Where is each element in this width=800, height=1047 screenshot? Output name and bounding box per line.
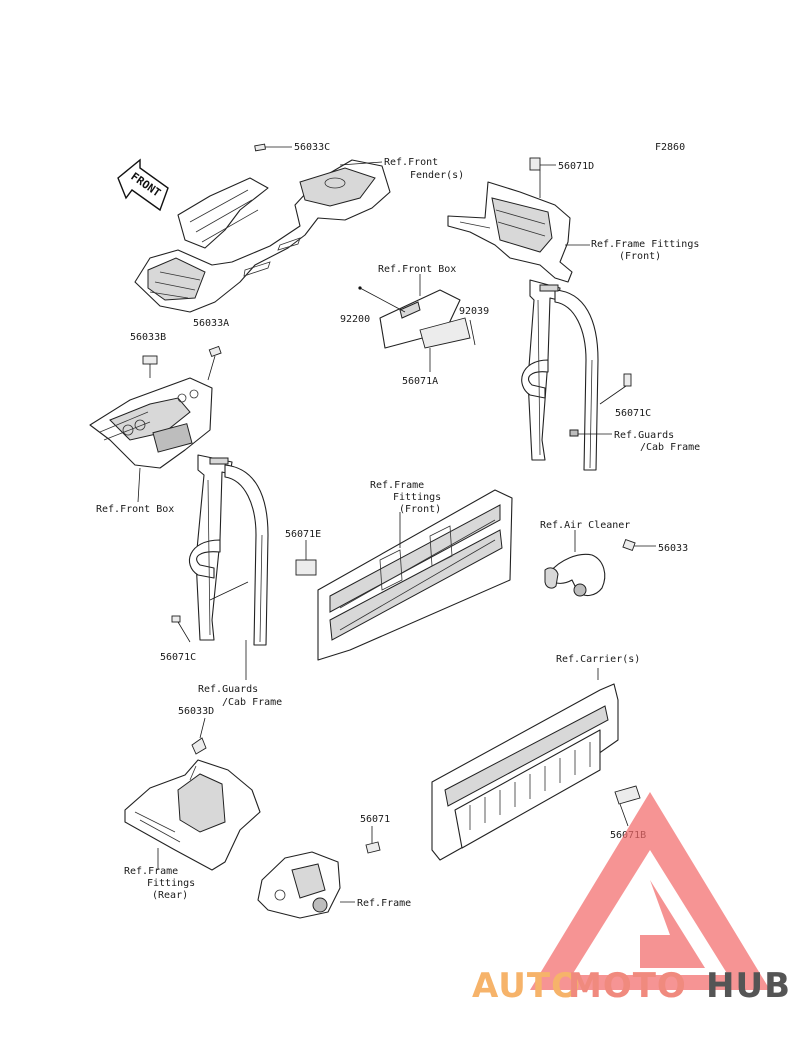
watermark-word-moto: MOTO xyxy=(568,966,687,1006)
label-ref-front-box-left: Ref.Front Box xyxy=(96,504,174,515)
label-ref-carriers: Ref.Carrier(s) xyxy=(556,654,640,665)
rear-carrier xyxy=(431,668,641,861)
frame-bracket xyxy=(257,826,381,919)
label-ref-guards-left-2: /Cab Frame xyxy=(222,697,282,708)
front-box-lid xyxy=(358,274,476,372)
watermark-logo xyxy=(530,792,770,990)
label-56071C-right: 56071C xyxy=(615,408,651,419)
label-ref-frame-fittings-rear-1: Ref.Frame xyxy=(124,866,178,877)
label-ref-frame-fittings-front-a-2: (Front) xyxy=(619,251,661,262)
label-92039: 92039 xyxy=(459,306,489,317)
watermark-text: AUTO MOTO HUB xyxy=(472,966,791,1006)
label-ref-frame: Ref.Frame xyxy=(357,898,411,909)
label-92200: 92200 xyxy=(340,314,370,325)
label-ref-air-cleaner: Ref.Air Cleaner xyxy=(540,520,630,531)
label-ref-guards-right-1: Ref.Guards xyxy=(614,430,674,441)
label-ref-guards-right-2: /Cab Frame xyxy=(640,442,700,453)
label-ref-frame-fittings-front-b-2: Fittings xyxy=(393,492,441,503)
label-ref-guards-left-1: Ref.Guards xyxy=(198,684,258,695)
diagram-code: F2860 xyxy=(655,142,685,153)
frame-fittings-rear xyxy=(124,717,261,871)
label-ref-front-box-top: Ref.Front Box xyxy=(378,264,456,275)
front-box-dashboard xyxy=(89,345,222,503)
label-56033D: 56033D xyxy=(178,706,214,717)
watermark-word-auto: AUTO xyxy=(472,966,581,1006)
label-ref-frame-fittings-front-b-3: (Front) xyxy=(399,504,441,515)
label-56071: 56071 xyxy=(360,814,390,825)
front-body-assembly xyxy=(134,143,391,313)
cab-frame-left xyxy=(171,454,269,680)
label-ref-frame-fittings-front-b-1: Ref.Frame xyxy=(370,480,424,491)
label-ref-frame-fittings-front-a-1: Ref.Frame Fittings xyxy=(591,239,699,250)
label-56071D: 56071D xyxy=(558,161,594,172)
label-56033B: 56033B xyxy=(130,332,166,343)
bed-front-panel xyxy=(295,489,513,661)
label-56033: 56033 xyxy=(658,543,688,554)
label-ref-front-fender-2: Fender(s) xyxy=(410,170,464,181)
label-56071C-left: 56071C xyxy=(160,652,196,663)
label-ref-front-fender-1: Ref.Front xyxy=(384,157,438,168)
frame-fittings-front-top xyxy=(447,157,590,283)
label-56033A: 56033A xyxy=(193,318,229,329)
label-56071E: 56071E xyxy=(285,529,321,540)
cab-frame-right xyxy=(521,279,632,471)
label-ref-frame-fittings-rear-3: (Rear) xyxy=(152,890,188,901)
label-56071A: 56071A xyxy=(402,376,438,387)
label-ref-frame-fittings-rear-2: Fittings xyxy=(147,878,195,889)
label-56033C: 56033C xyxy=(294,142,330,153)
watermark-word-hub: HUB xyxy=(706,966,791,1006)
front-direction-arrow: FRONT xyxy=(117,158,169,212)
air-cleaner xyxy=(544,530,656,597)
